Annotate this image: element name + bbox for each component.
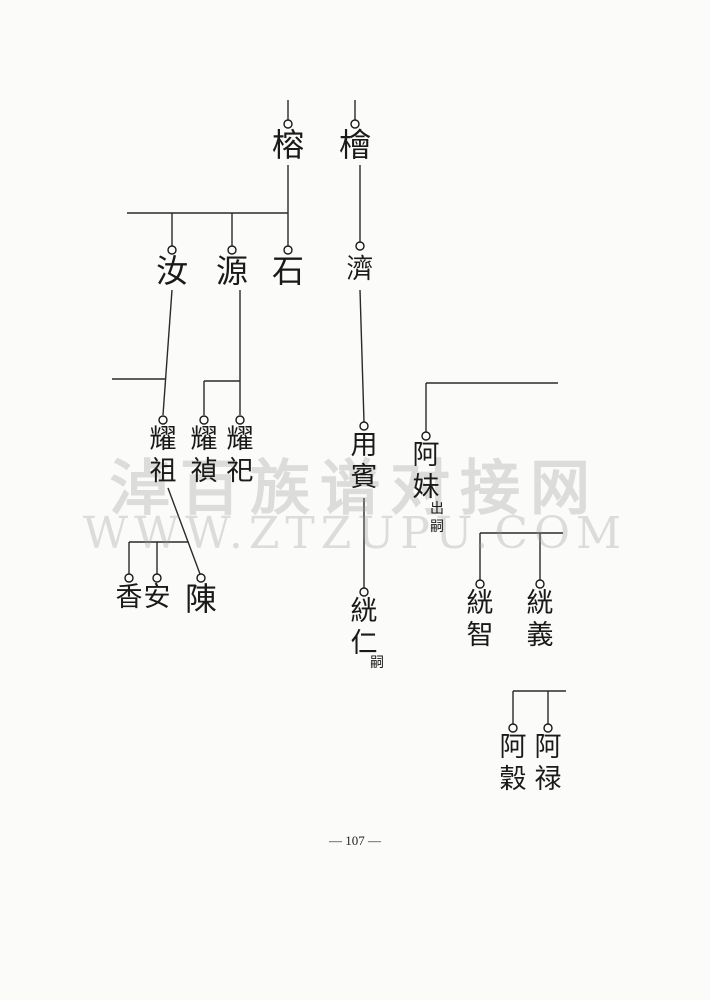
name-tongzhi: 絖 智 [466, 588, 494, 651]
name-tongyi: 絖 義 [526, 588, 554, 651]
name-shi: 石 [271, 252, 304, 290]
name-ji: 濟 [346, 254, 374, 285]
node-yaozu [158, 415, 168, 425]
node-an [152, 573, 162, 583]
name-yuan: 源 [215, 252, 248, 290]
node-alu [543, 723, 553, 733]
line-yaozu-to-chen [167, 487, 201, 575]
name-kuai: 檜 [338, 126, 371, 164]
note-amei: 出 嗣 [430, 501, 444, 535]
name-an: 安 [143, 582, 171, 613]
name-yaozhen: 耀 禎 [190, 424, 218, 487]
name-rong: 榕 [271, 126, 304, 164]
name-yaosi: 耀 祀 [226, 424, 254, 487]
name-yaozu: 耀 祖 [149, 424, 177, 487]
name-xiang: 香 [115, 582, 143, 613]
name-chen: 陳 [184, 580, 217, 618]
node-ahu [508, 723, 518, 733]
node-tongren [359, 587, 369, 597]
line-ru-down [162, 289, 173, 416]
node-yuan [227, 245, 237, 255]
node-tongzhi [475, 579, 485, 589]
node-ji [355, 241, 365, 251]
name-yongbin: 用 賓 [350, 430, 378, 493]
node-chen [196, 573, 206, 583]
node-kuai [350, 119, 360, 129]
node-yaosi [235, 415, 245, 425]
node-yongbin [359, 421, 369, 431]
node-rong [283, 119, 293, 129]
note-tongren: 嗣 [370, 655, 384, 671]
name-amei: 阿 妹 [412, 440, 440, 503]
node-ru [167, 245, 177, 255]
node-xiang [124, 573, 134, 583]
name-tongren: 絖 仁 [350, 596, 378, 659]
name-alu: 阿 禄 [534, 732, 562, 795]
name-ru: 汝 [155, 252, 188, 290]
line-ji-down [359, 289, 365, 423]
node-tongyi [535, 579, 545, 589]
node-shi [283, 245, 293, 255]
page-number: — 107 — [329, 833, 381, 848]
node-amei [421, 431, 431, 441]
name-ahu: 阿 穀 [499, 732, 527, 795]
node-yaozhen [199, 415, 209, 425]
